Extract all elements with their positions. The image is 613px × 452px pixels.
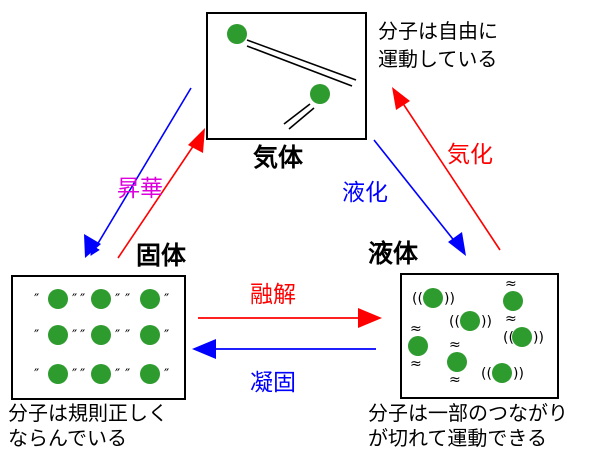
solid-vibration-mark: ″	[80, 328, 85, 344]
solid-description-line-2: ならんでいる	[8, 426, 127, 450]
liquid-description-line-1: 分子は一部のつながり	[368, 401, 568, 425]
liquid-vibration-mark: ((	[449, 314, 460, 330]
solid-molecule	[48, 289, 68, 309]
arrow-liquid-to-gas	[397, 95, 501, 251]
arrow-solid-to-gas-head	[188, 128, 205, 153]
solid-vibration-mark: ″	[115, 292, 120, 308]
liquid-molecule	[447, 352, 467, 372]
liquid-vibration-mark: ((	[503, 330, 514, 346]
solid-molecule-row-1: ″ ″ ″ ″ ″ ″	[34, 289, 169, 309]
solid-molecule-grid: ″ ″ ″ ″ ″ ″ ″ ″ ″ ″ ″ ″	[34, 289, 169, 384]
solid-box: ″ ″ ″ ″ ″ ″ ″ ″ ″ ″ ″ ″	[11, 275, 186, 400]
vaporization-label: 気化	[447, 142, 493, 168]
melting-label: 融解	[250, 282, 296, 308]
gas-motion-line-1a	[246, 39, 357, 81]
solid-molecule	[91, 325, 111, 345]
arrow-liquid-to-solid-head	[192, 339, 216, 359]
solid-vibration-mark: ″	[164, 292, 169, 308]
solidification-label: 凝固	[250, 370, 296, 396]
gas-box	[206, 12, 367, 140]
solid-vibration-mark: ″	[34, 367, 39, 383]
solid-molecule	[91, 364, 111, 384]
solid-vibration-mark: ″	[125, 328, 130, 344]
liquid-molecule	[512, 327, 532, 347]
liquid-vibration-mark: ))	[533, 330, 544, 346]
liquid-molecule	[492, 363, 512, 383]
liquid-vibration-mark: ≈	[410, 356, 422, 372]
solid-vibration-mark: ″	[164, 328, 169, 344]
liquid-molecule	[408, 336, 428, 356]
liquid-vibration-mark: ≈	[449, 372, 461, 388]
sublimation-label: 昇華	[117, 176, 163, 202]
solid-molecule	[48, 325, 68, 345]
solid-vibration-mark: ″	[80, 292, 85, 308]
gas-title: 気体	[253, 143, 304, 172]
arrow-gas-to-solid	[90, 87, 192, 256]
liquid-vibration-mark: ≈	[410, 321, 422, 337]
liquid-vibration-mark: ≈	[505, 276, 517, 292]
arrow-solid-to-liquid-head	[358, 308, 382, 328]
liquid-vibration-mark: ))	[481, 314, 492, 330]
arrow-solid-to-gas	[117, 132, 203, 259]
gas-molecule-1	[227, 24, 247, 44]
solid-molecule-row-3: ″ ″ ″ ″ ″ ″	[34, 364, 169, 384]
solid-molecule	[48, 364, 68, 384]
gas-description-line-1: 分子は自由に	[378, 19, 498, 43]
gas-description-line-2: 運動している	[378, 47, 497, 71]
condensation-label: 液化	[342, 180, 388, 206]
gas-motion-line-2a	[283, 103, 311, 125]
liquid-vibration-mark: ((	[412, 291, 423, 307]
gas-molecule-2	[310, 84, 330, 104]
solid-vibration-mark: ″	[125, 367, 130, 383]
solid-vibration-mark: ″	[34, 292, 39, 308]
solid-vibration-mark: ″	[164, 367, 169, 383]
arrow-gas-to-liquid-head	[448, 232, 466, 256]
liquid-molecule	[503, 291, 523, 311]
liquid-vibration-mark: ≈	[449, 337, 461, 353]
solid-vibration-mark: ″	[115, 328, 120, 344]
liquid-vibration-mark: ((	[481, 366, 492, 382]
solid-vibration-mark: ″	[72, 328, 77, 344]
solid-molecule-row-2: ″ ″ ″ ″ ″ ″	[34, 325, 169, 345]
liquid-box: (( )) ≈ ≈ (( )) (( )) ≈ ≈ ≈ ≈ (( ))	[400, 273, 559, 399]
solid-vibration-mark: ″	[125, 292, 130, 308]
solid-vibration-mark: ″	[72, 292, 77, 308]
gas-motion-line-2b	[288, 107, 315, 130]
liquid-molecule	[460, 311, 480, 331]
liquid-vibration-mark: ≈	[505, 311, 517, 327]
liquid-title: 液体	[368, 239, 419, 268]
arrow-gas-to-liquid	[373, 139, 461, 249]
solid-title: 固体	[136, 241, 187, 270]
solid-molecule	[140, 289, 160, 309]
solid-vibration-mark: ″	[72, 367, 77, 383]
solid-description-line-1: 分子は規則正しく	[8, 401, 168, 425]
arrow-liquid-to-gas-head	[392, 87, 410, 110]
liquid-molecule	[423, 288, 443, 308]
solid-molecule	[140, 364, 160, 384]
arrow-gas-to-solid-head	[84, 234, 101, 258]
solid-vibration-mark: ″	[80, 367, 85, 383]
solid-vibration-mark: ″	[34, 328, 39, 344]
solid-vibration-mark: ″	[115, 367, 120, 383]
solid-molecule	[91, 289, 111, 309]
liquid-description-line-2: が切れて運動できる	[368, 426, 547, 450]
liquid-vibration-mark: ))	[444, 291, 455, 307]
gas-motion-line-1b	[246, 45, 353, 87]
solid-molecule	[140, 325, 160, 345]
liquid-vibration-mark: ))	[513, 366, 524, 382]
liquid-molecules: (( )) ≈ ≈ (( )) (( )) ≈ ≈ ≈ ≈ (( ))	[408, 276, 544, 388]
